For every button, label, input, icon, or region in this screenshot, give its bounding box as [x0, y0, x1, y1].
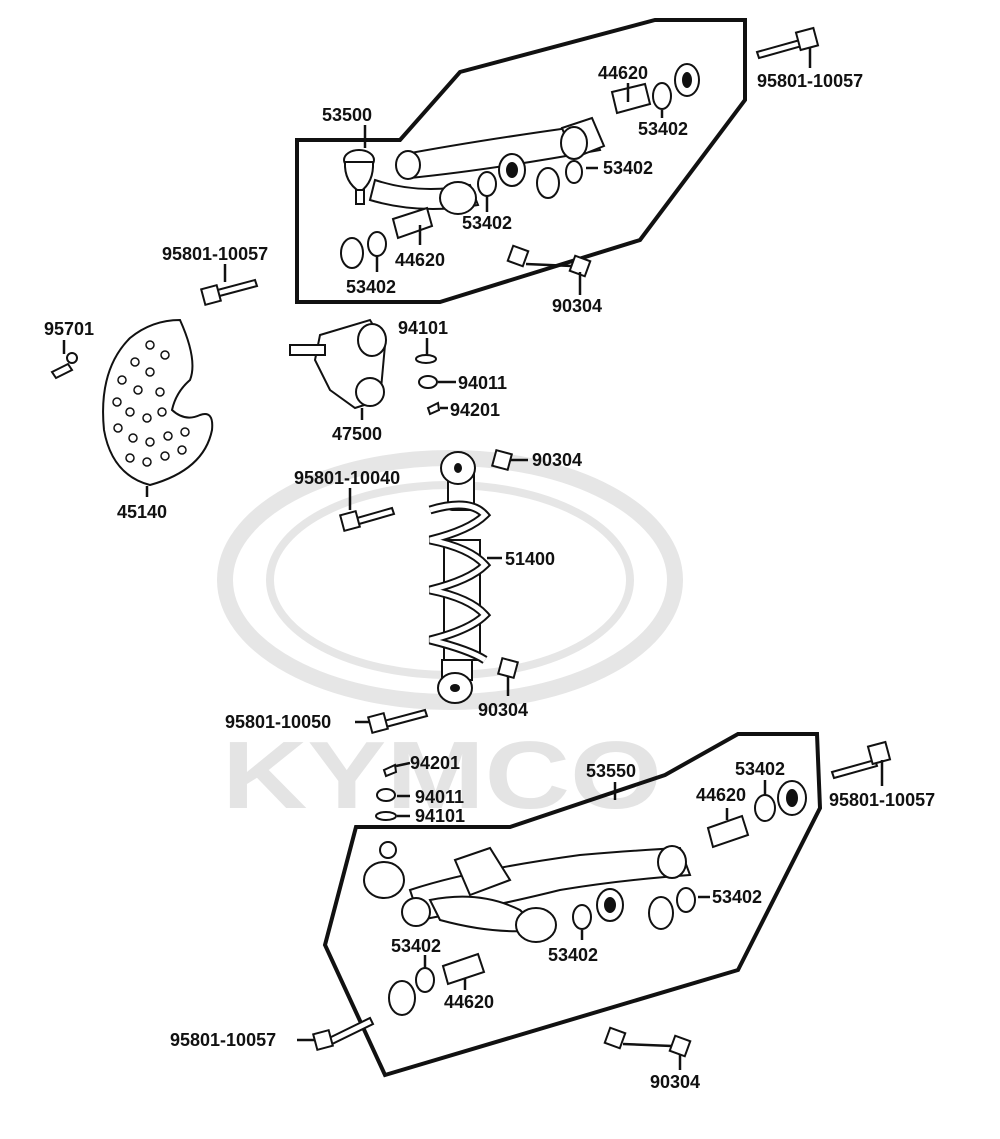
label-94101-upper: 94101 — [398, 318, 448, 338]
pin-washer-nut-set-upper — [415, 354, 441, 416]
steering-knuckle — [289, 318, 387, 410]
label-95801-10050: 95801-10050 — [225, 712, 331, 732]
label-94101-lower: 94101 — [415, 806, 465, 826]
label-53402-lower-front: 53402 — [391, 936, 441, 956]
label-95701: 95701 — [44, 319, 94, 339]
lower-bolts-and-nuts — [311, 740, 892, 1058]
label-51400: 51400 — [505, 549, 555, 569]
label-47500: 47500 — [332, 424, 382, 444]
label-90304-shock-top: 90304 — [532, 450, 582, 470]
label-94201-upper: 94201 — [450, 400, 500, 420]
lower-arm-bushings — [388, 780, 807, 1016]
label-44620-lower-front: 44620 — [444, 992, 494, 1012]
label-53402-upper-front: 53402 — [346, 277, 396, 297]
label-45140: 45140 — [117, 502, 167, 522]
upper-arm-bushings — [340, 63, 700, 269]
label-53500: 53500 — [322, 105, 372, 125]
lower-arm-group-outline — [322, 732, 823, 1078]
shock-absorber — [428, 451, 492, 704]
label-90304-lower: 90304 — [650, 1072, 700, 1092]
label-44620-lower-rear: 44620 — [696, 785, 746, 805]
label-44620-upper-rear: 44620 — [598, 63, 648, 83]
label-53402-upper-mid: 53402 — [462, 213, 512, 233]
label-95801-10057-top-right: 95801-10057 — [757, 71, 863, 91]
label-53550: 53550 — [586, 761, 636, 781]
brake-disc — [102, 318, 214, 487]
label-44620-upper-front: 44620 — [395, 250, 445, 270]
part-labels: 53500 44620 53402 95801-10057 53402 5340… — [44, 63, 935, 1092]
label-95801-10040: 95801-10040 — [294, 468, 400, 488]
label-94011-lower: 94011 — [415, 787, 464, 807]
lower-a-arm — [363, 841, 692, 943]
shock-bolts-and-nuts — [338, 448, 520, 735]
leader-lines — [62, 48, 884, 1070]
label-95801-10057-lower-right: 95801-10057 — [829, 790, 935, 810]
label-53402-lower-right: 53402 — [712, 887, 762, 907]
watermark-brand-text: KYMCO — [222, 722, 662, 829]
pin-washer-nut-set-lower — [375, 763, 398, 821]
label-90304-shock-bottom: 90304 — [478, 700, 528, 720]
label-94201-lower: 94201 — [410, 753, 460, 773]
label-95801-10057-upper-left: 95801-10057 — [162, 244, 268, 264]
label-53402-lower-rear: 53402 — [735, 759, 785, 779]
label-53402-upper-right: 53402 — [603, 158, 653, 178]
label-94011-upper: 94011 — [458, 373, 507, 393]
label-90304-upper: 90304 — [552, 296, 602, 316]
upper-bolt-and-nut — [199, 26, 820, 307]
disc-holes — [112, 340, 190, 467]
disc-bolt-95701 — [50, 352, 78, 380]
upper-arm-group-outline — [295, 18, 747, 304]
label-53402-lower-mid: 53402 — [548, 945, 598, 965]
label-95801-10057-bottom-left: 95801-10057 — [170, 1030, 276, 1050]
upper-a-arm — [343, 116, 606, 215]
label-53402-upper-rear: 53402 — [638, 119, 688, 139]
